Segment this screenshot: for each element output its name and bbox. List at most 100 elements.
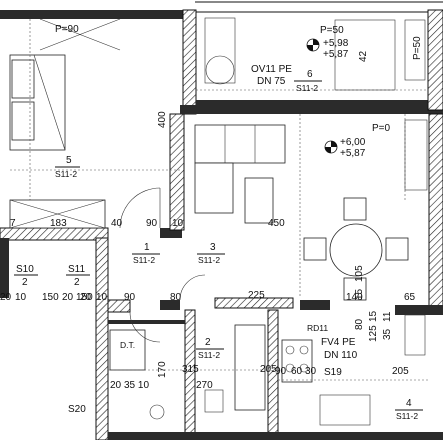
ceiling-label: P=50 [320,25,344,36]
room-label-2: 2 S11-2 [196,337,224,360]
dimension: 140 [346,292,363,303]
chair [343,277,367,301]
dimension: 125 [368,325,379,342]
dimension: 105 [354,265,365,282]
vent-label: FV4 PE [321,337,356,348]
room-number: 4 [406,398,412,409]
ceiling-label: P=90 [55,24,79,35]
room-number: 6 [307,69,313,80]
dimension: 315 [182,364,199,375]
dimension: 35 [382,328,393,340]
dimension: 60 [291,366,303,377]
dimension: 10 [96,292,108,303]
dimension: 30 [305,366,317,377]
dining-table [329,223,383,277]
dimension: 80 [170,292,182,303]
side-room-s10: S10 2 [14,264,38,288]
pillow [11,101,35,141]
bedroom [9,18,180,229]
dimension: 80 [354,318,365,330]
bathtub [234,324,266,411]
service-area [108,274,430,426]
annotations: P=90 P=50 P=50 P=0 +5,98 +5,87 +6,00 +5,… [55,24,423,415]
vent-dn: DN 75 [257,76,286,87]
dimension: 270 [196,380,213,391]
dimension: 20 [0,292,12,303]
dimension: 150 [42,292,59,303]
room-code: S11-2 [296,83,318,93]
level-marker-balcony [306,38,320,52]
dimension: 225 [248,290,265,301]
s19-tag: S19 [324,367,342,378]
room-code: S11-2 [396,411,418,421]
sofa [194,124,286,164]
dimension: 10 [15,292,27,303]
dimension: 90 [275,366,287,377]
chair [343,197,367,221]
toilet [149,404,165,420]
s20-tag: S20 [68,404,86,415]
vent-dn: DN 110 [324,350,358,361]
dimension: 7 [10,218,16,229]
dimension: 170 [157,361,168,378]
room-number: 1 [144,242,150,253]
living-room [194,114,428,301]
door-swing [119,187,161,229]
room-code: S11-2 [198,255,220,265]
dimension: 11 [382,311,393,322]
technical-box [109,329,146,371]
dimension: 450 [268,218,285,229]
dimension: 205 [260,364,277,375]
room-labels: 5 S11-2 6 S11-2 1 S11-2 3 S11-2 2 S11-2 … [14,69,423,421]
dimension: 15 [368,310,379,322]
dimension: 40 [111,218,123,229]
room-code: S11-2 [55,169,77,179]
dimension: 90 [124,292,136,303]
room-number: 5 [66,155,72,166]
room-label-5: 5 S11-2 [55,155,80,179]
dimension: 42 [358,50,369,62]
chair [385,237,409,261]
rd-tag: RD11 [307,323,328,333]
room-number: 2 [205,337,211,348]
side-room-sub: 2 [22,277,28,288]
side-room-number: S11 [68,264,85,275]
dimension: 35 10 [124,380,149,391]
dimension: 90 [146,218,158,229]
pillow [11,59,35,99]
dimensions: 400 42 7 183 40 90 10 450 20 10 150 20 1… [0,50,416,391]
dimension: 150 [76,292,93,303]
room-number: 3 [210,242,216,253]
level-marker-living [324,140,338,154]
dimension: 20 [62,292,74,303]
vent-label: OV11 PE [251,64,292,75]
level-markers [306,38,338,154]
balcony [196,17,428,91]
level-top: +5,98 [323,38,349,49]
dimension: 65 [404,292,416,303]
level-bottom: +5,87 [323,49,349,60]
coffee-table [244,177,274,224]
side-room-number: S10 [16,264,34,275]
chair [303,237,327,261]
dimension: 15 [354,288,365,300]
dimension: 183 [50,218,67,229]
level-top: +6,00 [340,137,366,148]
dimension: 400 [157,111,168,128]
dt-tag: D.T. [120,340,135,350]
level-bottom: +5,87 [340,148,366,159]
room-label-4: 4 S11-2 [395,398,423,421]
dimension: 205 [392,366,409,377]
room-code: S11-2 [198,350,220,360]
dimension: 20 [80,292,92,303]
room-label-3: 3 S11-2 [197,242,225,265]
ceiling-label: P=0 [372,123,391,134]
side-room-s11: S11 2 [66,264,90,288]
dimension: 20 [110,380,122,391]
sofa-chaise [194,162,234,214]
room-label-6: 6 S11-2 [294,69,322,93]
room-label-1: 1 S11-2 [132,242,160,265]
dimension: 10 [172,218,184,229]
